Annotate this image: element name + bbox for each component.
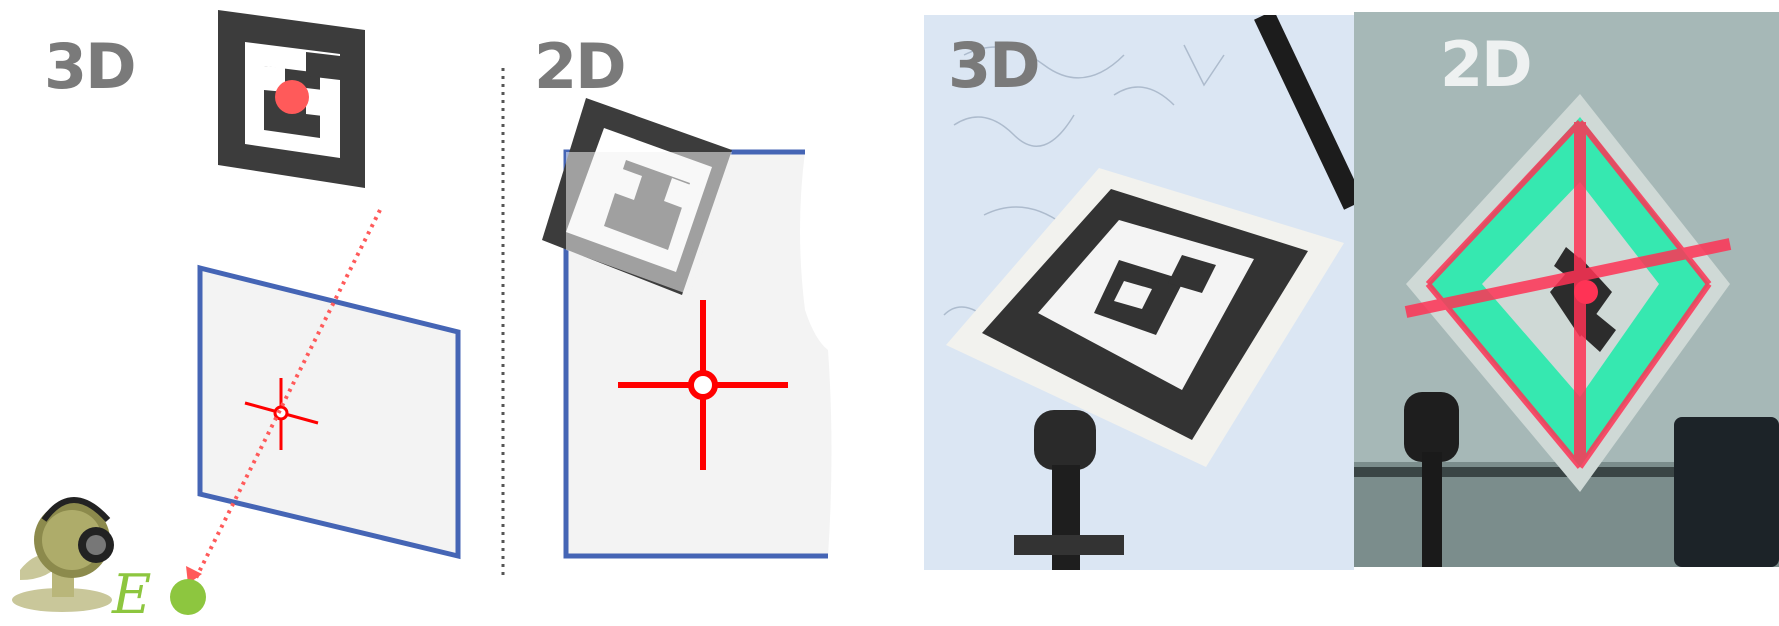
eye-label: E: [112, 568, 151, 622]
photo-2d-scene: [1354, 12, 1779, 567]
photo-2d: 2D: [1354, 12, 1779, 567]
photo-3d: 3D: [924, 15, 1354, 570]
label-3d: 3D: [44, 36, 135, 98]
webcam-icon: [12, 500, 114, 612]
projection-point: [275, 80, 309, 114]
photo-3d-label: 3D: [948, 35, 1039, 97]
schematic-diagram: [0, 0, 930, 619]
fiducial-marker-3d: [218, 10, 365, 188]
photo-2d-label: 2D: [1440, 34, 1531, 96]
eye-point-icon: [170, 579, 206, 615]
label-2d: 2D: [534, 36, 625, 98]
